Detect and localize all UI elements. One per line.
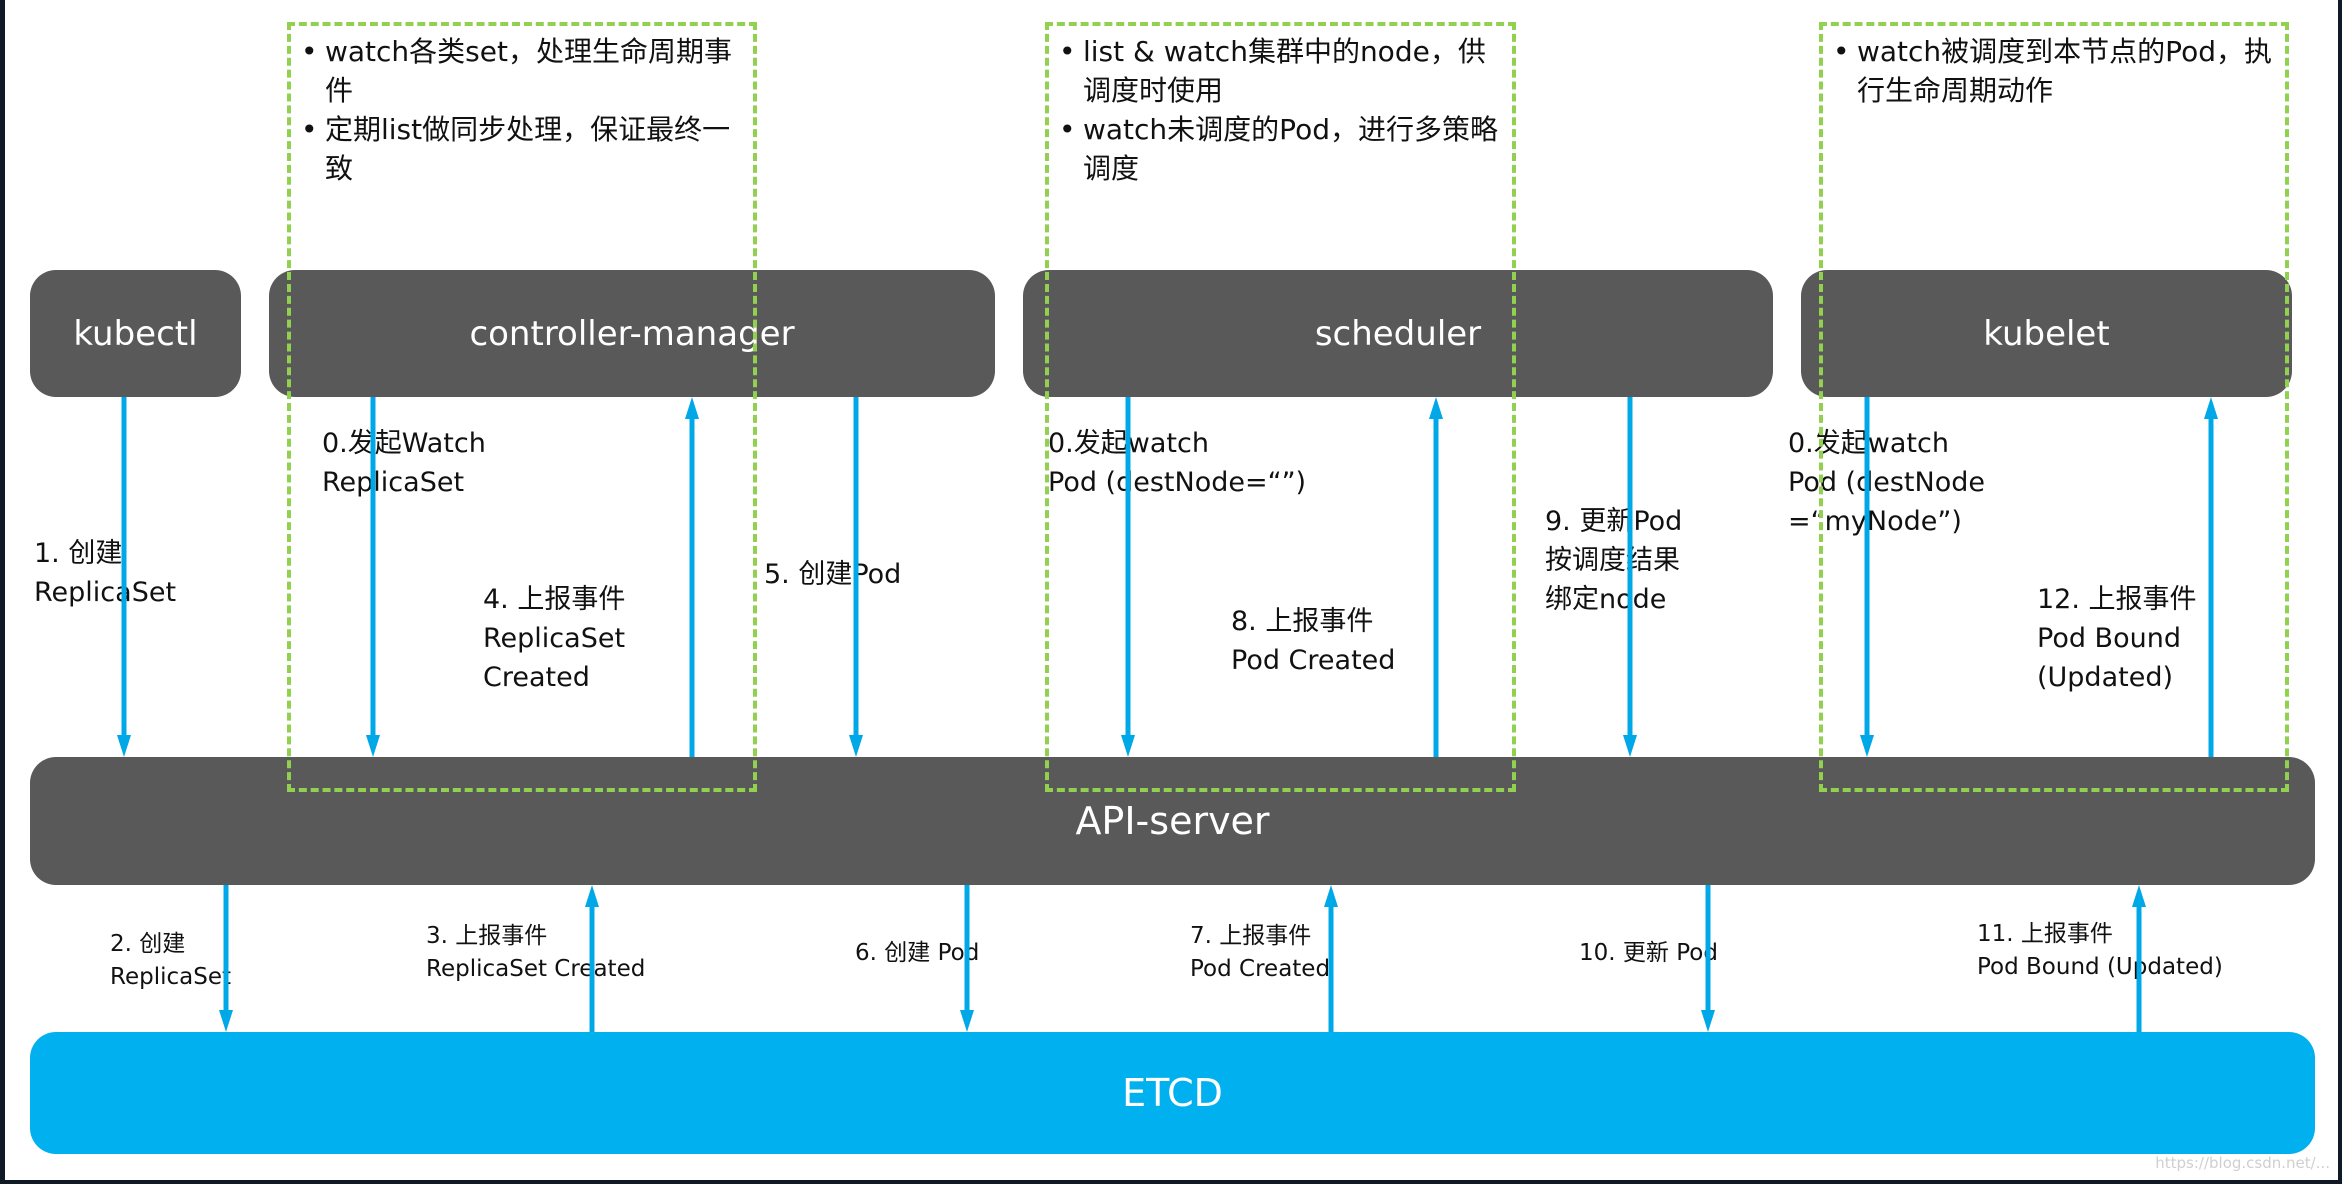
controller-manager-notes: watch各类set，处理生命周期事件 定期list做同步处理，保证最终一致 (301, 32, 751, 188)
step5-label: 5. 创建Pod (764, 559, 902, 590)
controller-manager-label: controller-manager (469, 313, 795, 354)
api-server-label: API-server (1075, 799, 1270, 843)
note-item: watch被调度到本节点的Pod，执行生命周期动作 (1833, 32, 2273, 110)
arrow-head (685, 397, 699, 419)
etcd-label: ETCD (1122, 1071, 1223, 1115)
arrow-head (849, 735, 863, 757)
note-item: list & watch集群中的node，供调度时使用 (1059, 32, 1509, 110)
arrow-head (1701, 1010, 1715, 1032)
scheduler-label: scheduler (1314, 313, 1482, 354)
arrow-head (2132, 885, 2146, 907)
kubectl-box: kubectl (30, 270, 241, 397)
note-item: watch未调度的Pod，进行多策略调度 (1059, 110, 1509, 188)
arrow-step8-report-pod-created (1429, 397, 1443, 757)
kubelet-label: kubelet (1983, 313, 2110, 354)
note-item: watch各类set，处理生命周期事件 (301, 32, 751, 110)
diagram-canvas: kubectl controller-manager scheduler kub… (5, 0, 2338, 1180)
arrow-head (366, 735, 380, 757)
note-item: 定期list做同步处理，保证最终一致 (301, 110, 751, 188)
arrow-head (960, 1010, 974, 1032)
scheduler-box: scheduler (1023, 270, 1773, 397)
controller-manager-box: controller-manager (269, 270, 995, 397)
arrow-head (1121, 735, 1135, 757)
arrow-head (585, 885, 599, 907)
kubelet-notes: watch被调度到本节点的Pod，执行生命周期动作 (1833, 32, 2273, 110)
arrow-head (2204, 397, 2218, 419)
arrow-step12-report-pod-bound (2204, 397, 2218, 757)
kubelet-box: kubelet (1801, 270, 2292, 397)
kubectl-label: kubectl (73, 313, 198, 354)
api-server-box: API-server (30, 757, 2315, 885)
step10-label: 10. 更新 Pod (1579, 940, 1718, 966)
arrow-head (1324, 885, 1338, 907)
scheduler-notes: list & watch集群中的node，供调度时使用 watch未调度的Pod… (1059, 32, 1509, 188)
etcd-box: ETCD (30, 1032, 2315, 1154)
arrow-head (1860, 735, 1874, 757)
step6-label: 6. 创建 Pod (855, 940, 980, 966)
arrow-step4-report-rs-created (685, 397, 699, 757)
arrow-head (1623, 735, 1637, 757)
arrow-head (219, 1010, 233, 1032)
watermark: https://blog.csdn.net/... (2155, 1154, 2330, 1172)
arrow-head (1429, 397, 1443, 419)
arrow-head (117, 735, 131, 757)
